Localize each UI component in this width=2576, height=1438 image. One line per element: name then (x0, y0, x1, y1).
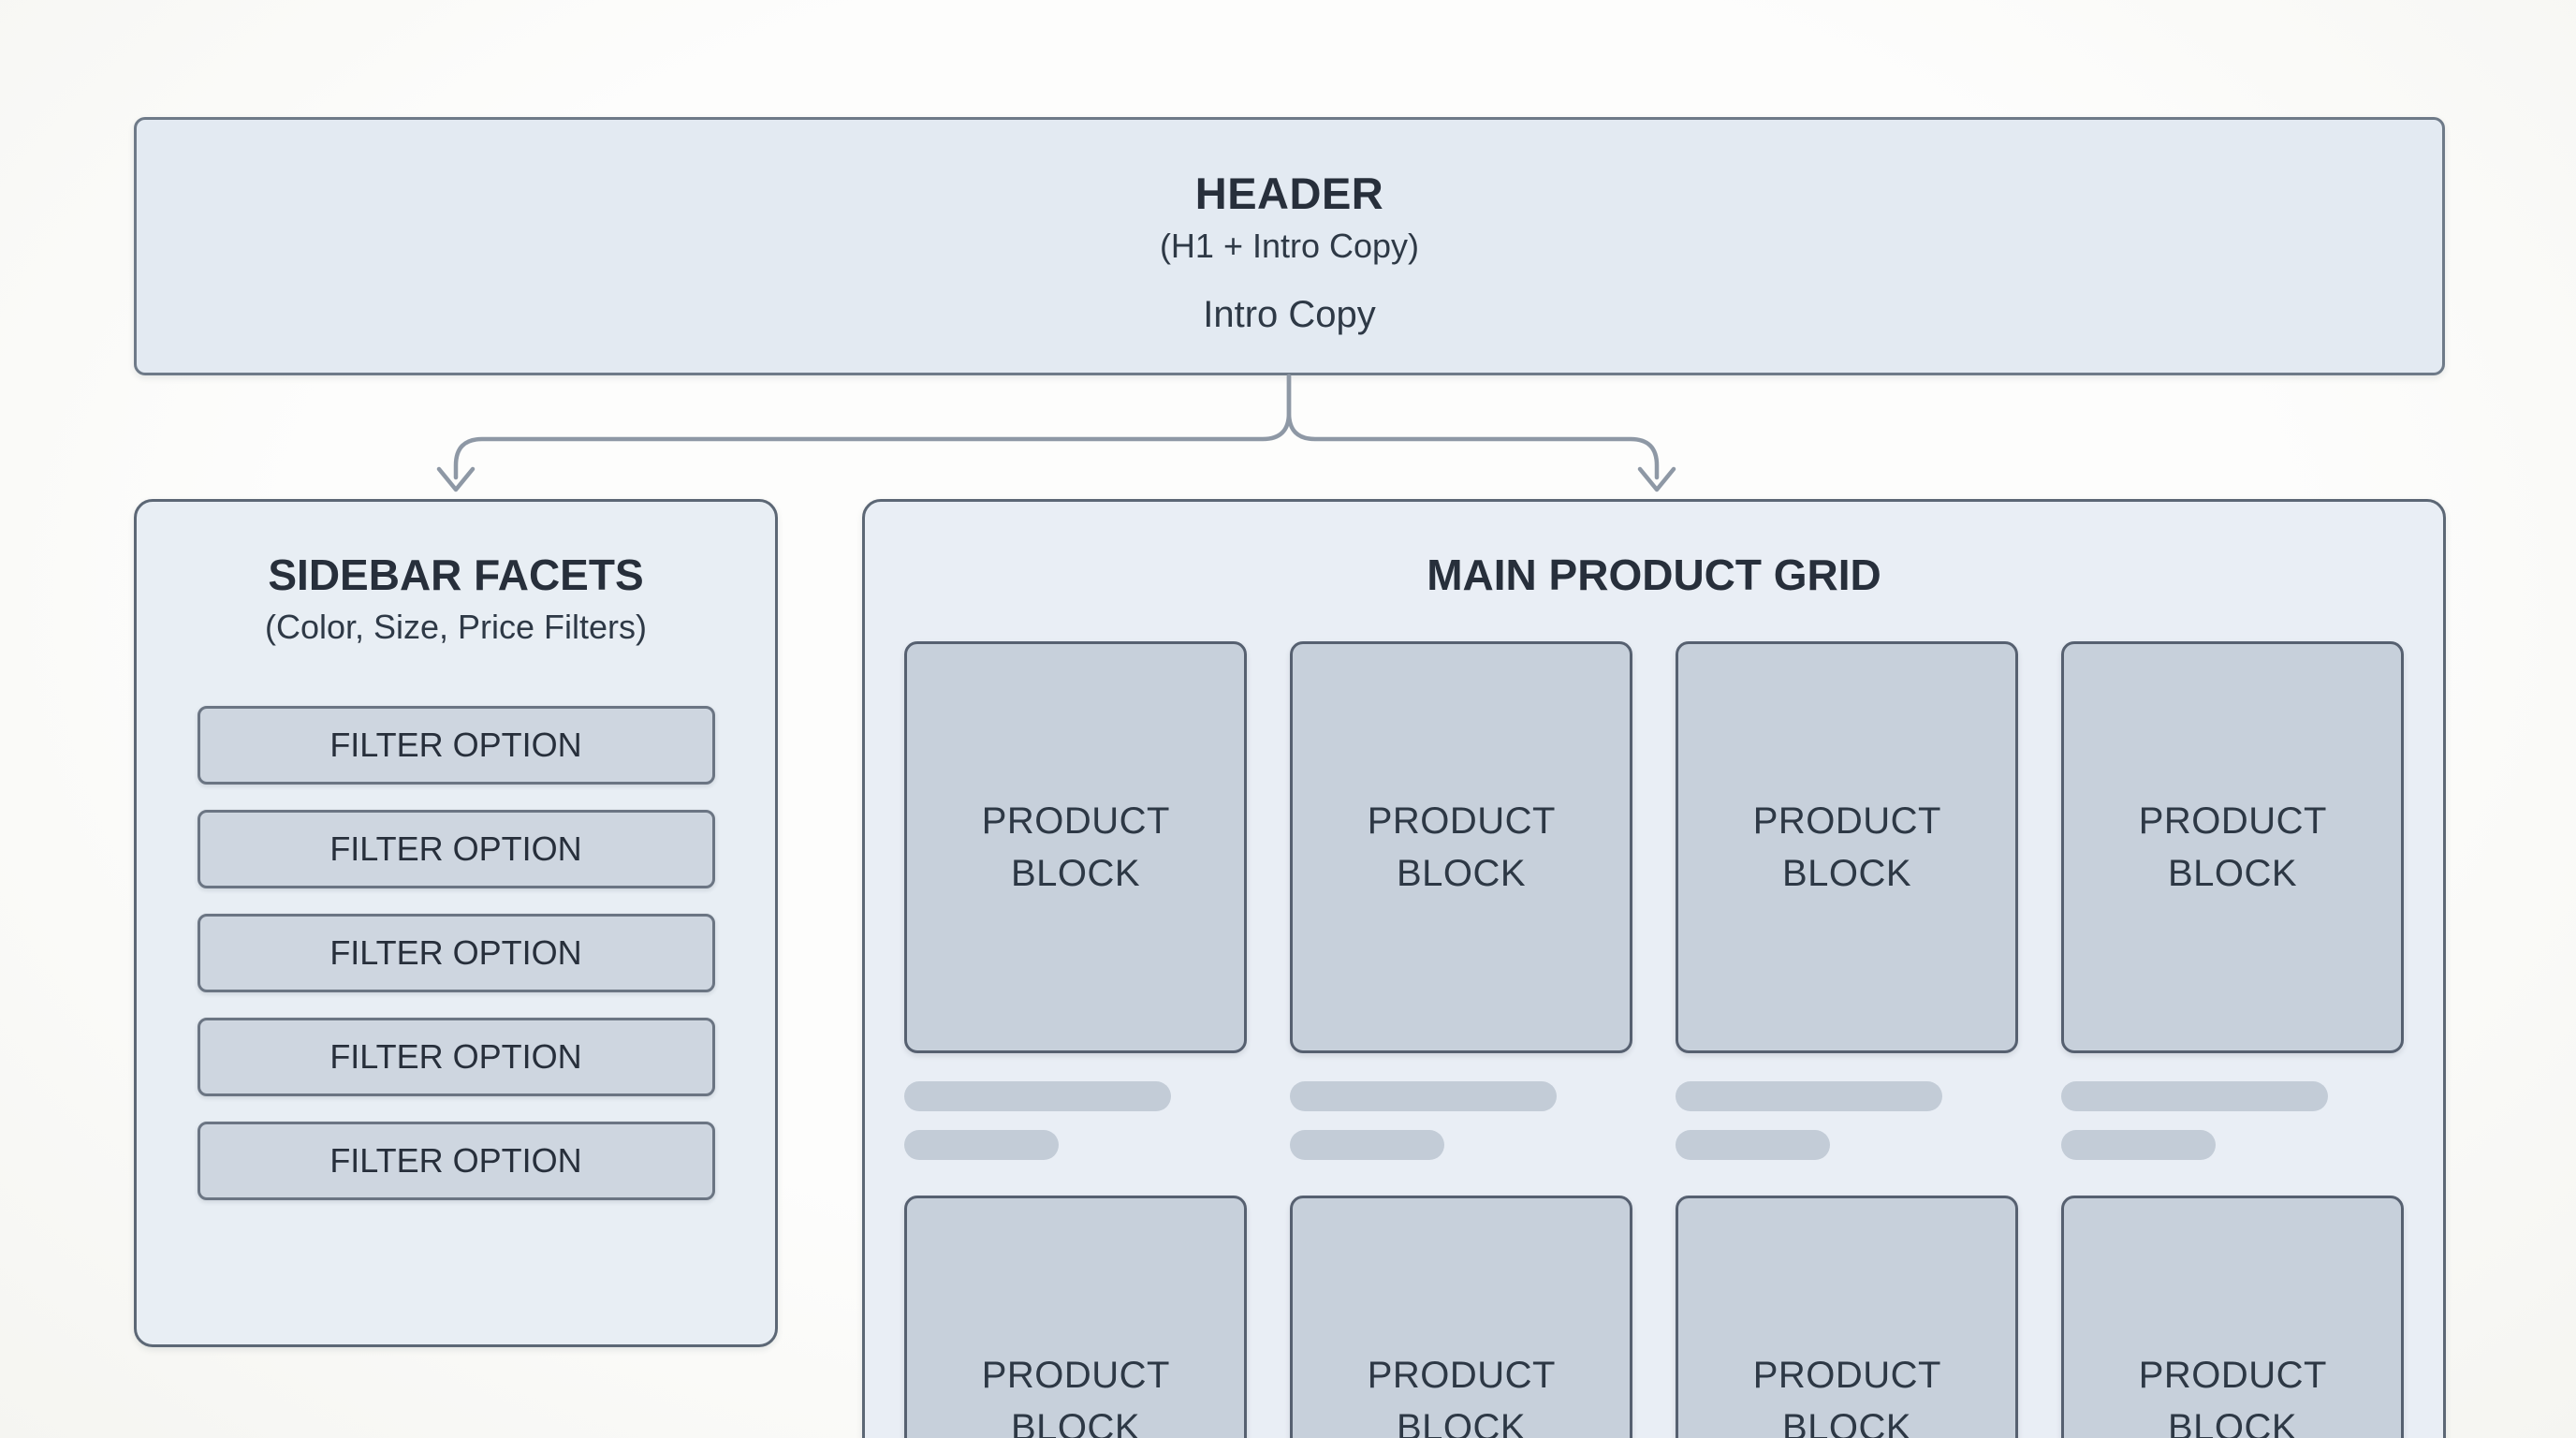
header-intro-copy: Intro Copy (1203, 294, 1376, 336)
filter-option-label: FILTER OPTION (329, 726, 582, 765)
placeholder-text-row (904, 1080, 2404, 1160)
product-block-label: PRODUCT BLOCK (981, 800, 1170, 894)
product-block-label: PRODUCT BLOCK (1752, 800, 1941, 894)
text-placeholder-bar (1676, 1129, 1830, 1160)
product-block-label: PRODUCT BLOCK (1752, 1354, 1941, 1438)
product-block-label: PRODUCT BLOCK (1367, 800, 1556, 894)
text-placeholder-bar (1676, 1080, 1943, 1111)
filter-option-label: FILTER OPTION (329, 829, 582, 869)
filter-option-button: FILTER OPTION (197, 706, 715, 785)
filter-option-button: FILTER OPTION (197, 914, 715, 993)
connector-right-branch (1286, 374, 1660, 480)
filter-option-button: FILTER OPTION (197, 1018, 715, 1097)
product-block: PRODUCT BLOCK (2061, 640, 2404, 1053)
filter-option-list: FILTER OPTION FILTER OPTION FILTER OPTIO… (137, 706, 775, 1201)
arrow-down-icon (436, 466, 476, 492)
filter-option-label: FILTER OPTION (329, 1037, 582, 1077)
text-placeholder-group (1676, 1080, 2018, 1160)
product-row-2: PRODUCT BLOCK PRODUCT BLOCK PRODUCT BLOC… (904, 1195, 2404, 1438)
product-block-label: PRODUCT BLOCK (2138, 1354, 2327, 1438)
text-placeholder-bar (2061, 1129, 2216, 1160)
text-placeholder-group (1290, 1080, 1632, 1160)
text-placeholder-bar (1290, 1129, 1444, 1160)
sidebar-subtitle: (Color, Size, Price Filters) (264, 607, 648, 646)
product-block: PRODUCT BLOCK (904, 640, 1247, 1053)
product-block: PRODUCT BLOCK (1676, 640, 2018, 1053)
arrow-down-icon (1637, 466, 1676, 492)
product-block-label: PRODUCT BLOCK (1367, 1354, 1556, 1438)
product-block: PRODUCT BLOCK (1290, 640, 1632, 1053)
filter-option-button: FILTER OPTION (197, 810, 715, 889)
product-row-1: PRODUCT BLOCK PRODUCT BLOCK PRODUCT BLOC… (904, 640, 2404, 1053)
text-placeholder-group (904, 1080, 1247, 1160)
filter-option-button: FILTER OPTION (197, 1122, 715, 1201)
text-placeholder-bar (904, 1129, 1059, 1160)
text-placeholder-bar (904, 1080, 1172, 1111)
product-block-label: PRODUCT BLOCK (981, 1354, 1170, 1438)
product-block: PRODUCT BLOCK (2061, 1195, 2404, 1438)
header-section: HEADER (H1 + Intro Copy) Intro Copy (134, 117, 2445, 375)
header-subtitle: (H1 + Intro Copy) (1159, 227, 1420, 266)
text-placeholder-bar (2061, 1080, 2329, 1111)
product-block: PRODUCT BLOCK (1290, 1195, 1632, 1438)
filter-option-label: FILTER OPTION (329, 1141, 582, 1181)
text-placeholder-group (2061, 1080, 2404, 1160)
connector-left-branch (453, 374, 1292, 480)
sidebar-title: SIDEBAR FACETS (268, 550, 644, 599)
main-grid-title: MAIN PRODUCT GRID (1427, 550, 1881, 599)
product-block: PRODUCT BLOCK (1676, 1195, 2018, 1438)
text-placeholder-bar (1290, 1080, 1558, 1111)
sidebar-facets-section: SIDEBAR FACETS (Color, Size, Price Filte… (134, 499, 778, 1347)
product-block-label: PRODUCT BLOCK (2138, 800, 2327, 894)
product-block: PRODUCT BLOCK (904, 1195, 1247, 1438)
main-product-grid-section: MAIN PRODUCT GRID PRODUCT BLOCK PRODUCT … (862, 499, 2446, 1438)
header-title: HEADER (1194, 169, 1384, 218)
filter-option-label: FILTER OPTION (329, 933, 582, 973)
